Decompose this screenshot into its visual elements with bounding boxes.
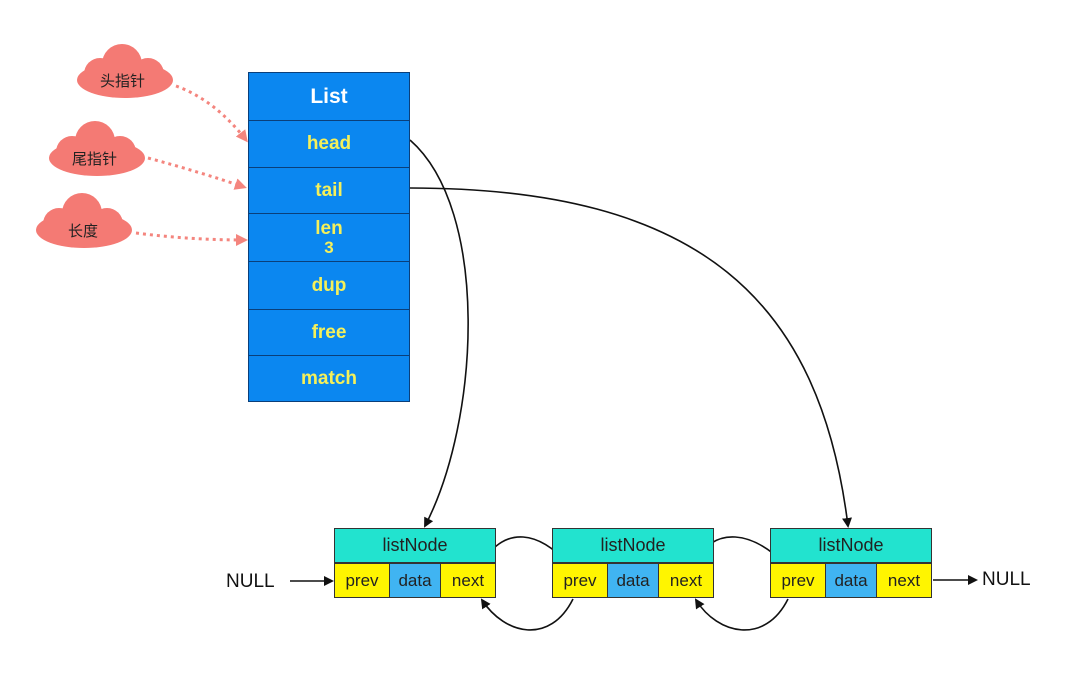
arrow-tail-pointer: [147, 156, 247, 190]
list-node-1: listNode prev data next: [334, 528, 496, 598]
list-node-title: listNode: [552, 528, 714, 563]
node-data-field: data: [825, 563, 877, 598]
tail-to-last-node-arrow: [409, 187, 852, 528]
list-struct: List head tail len 3 dup free match: [248, 72, 410, 402]
null-left-label: NULL: [226, 571, 275, 592]
field-match: match: [249, 355, 409, 401]
list-node-2: listNode prev data next: [552, 528, 714, 598]
node-next-field: next: [658, 563, 714, 598]
label-head-pointer: 头指针: [100, 72, 146, 90]
list-node-title: listNode: [334, 528, 496, 563]
field-tail: tail: [249, 167, 409, 213]
field-len-label: len: [315, 218, 343, 239]
node-prev-field: prev: [770, 563, 826, 598]
field-len: len 3: [249, 213, 409, 261]
field-head: head: [249, 120, 409, 167]
node-prev-field: prev: [552, 563, 608, 598]
field-free: free: [249, 309, 409, 355]
label-tail-pointer: 尾指针: [72, 150, 118, 168]
arrow-length: [135, 231, 248, 246]
head-to-first-node-arrow: [409, 139, 469, 528]
node-next-field: next: [440, 563, 496, 598]
list-title: List: [310, 84, 348, 108]
field-len-value: 3: [324, 238, 334, 257]
prev-link-2-1: [480, 598, 574, 631]
null-right-label: NULL: [982, 569, 1031, 590]
node-data-field: data: [607, 563, 659, 598]
field-dup: dup: [249, 261, 409, 309]
list-node-title: listNode: [770, 528, 932, 563]
list-node-3: listNode prev data next: [770, 528, 932, 598]
node-data-field: data: [389, 563, 441, 598]
arrow-head-pointer: [175, 84, 248, 143]
node-prev-field: prev: [334, 563, 390, 598]
prev-link-3-2: [694, 598, 789, 631]
label-length: 长度: [68, 222, 99, 240]
node-next-field: next: [876, 563, 932, 598]
